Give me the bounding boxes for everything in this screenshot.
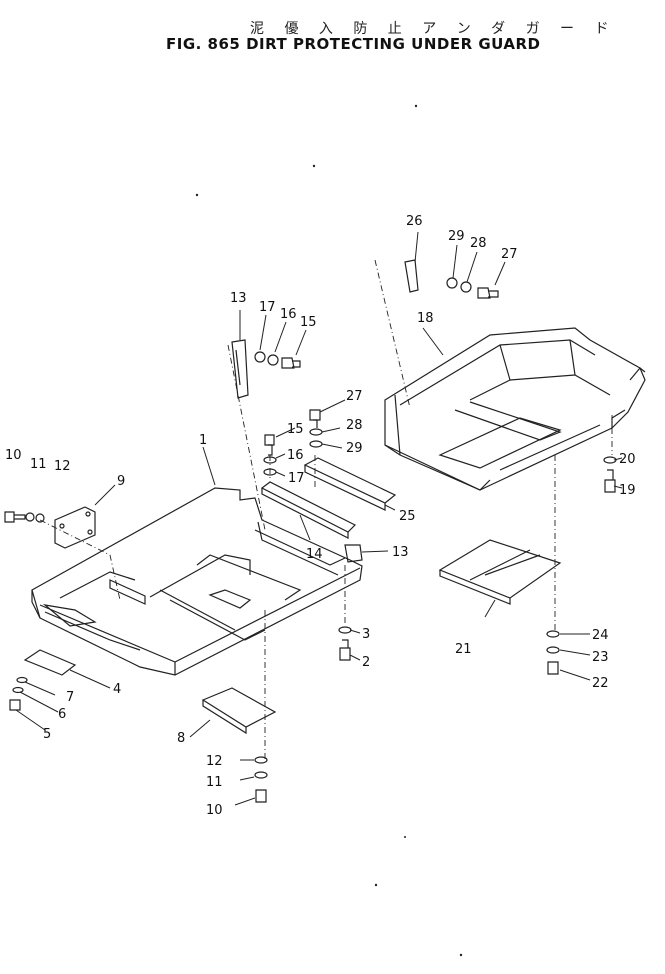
callout-11-bottom: 11 <box>206 775 223 790</box>
callout-2: 2 <box>362 655 370 670</box>
callout-18: 18 <box>417 311 434 326</box>
callout-17-middle: 17 <box>288 471 305 486</box>
callout-5: 5 <box>43 727 51 742</box>
plate-4 <box>23 649 77 676</box>
callout-7: 7 <box>66 690 74 705</box>
figure-title: FIG. 865 DIRT PROTECTING UNDER GUARD <box>166 35 541 53</box>
callout-labels: 1 2 3 4 5 6 7 8 9 10 11 12 10 11 12 13 1… <box>5 214 636 818</box>
callout-21: 21 <box>455 642 472 657</box>
japanese-title: 泥 優 入 防 止 ア ン ダ ガ ー ド <box>250 21 617 37</box>
callout-6: 6 <box>58 707 66 722</box>
bracket-26 <box>404 259 419 293</box>
plate-21 <box>438 539 562 605</box>
callout-10-left: 10 <box>5 448 22 463</box>
leader-lines <box>15 231 623 806</box>
callout-29-middle: 29 <box>346 441 363 456</box>
fasteners <box>4 277 617 803</box>
callout-14: 14 <box>306 547 323 562</box>
callout-28-rear: 28 <box>470 236 487 251</box>
callout-15-upper: 15 <box>300 315 317 330</box>
callout-20: 20 <box>619 452 636 467</box>
callout-26: 26 <box>406 214 423 229</box>
plate-8 <box>201 687 277 735</box>
callout-9: 9 <box>117 474 125 489</box>
plate-14 <box>260 481 357 539</box>
callout-10-bottom: 10 <box>206 803 223 818</box>
callout-16-upper: 16 <box>280 307 297 322</box>
callout-12-left: 12 <box>54 459 71 474</box>
cover-plate <box>54 506 96 549</box>
front-under-guard <box>31 487 363 676</box>
callout-27-middle: 27 <box>346 389 363 404</box>
rear-under-guard <box>384 327 646 491</box>
bracket-13-lower <box>344 544 363 563</box>
callout-8: 8 <box>177 731 185 746</box>
callout-16-middle: 16 <box>287 448 304 463</box>
callout-29-rear: 29 <box>448 229 465 244</box>
callout-22: 22 <box>592 676 609 691</box>
callout-13-lower: 13 <box>392 545 409 560</box>
callout-27-rear: 27 <box>501 247 518 262</box>
bracket-13-upper <box>231 339 249 399</box>
callout-15-middle: 15 <box>287 422 304 437</box>
callout-23: 23 <box>592 650 609 665</box>
callout-11-left: 11 <box>30 457 47 472</box>
callout-19: 19 <box>619 483 636 498</box>
callout-1: 1 <box>199 433 207 448</box>
callout-12-bottom: 12 <box>206 754 223 769</box>
callout-17-upper: 17 <box>259 300 276 315</box>
callout-4: 4 <box>113 682 121 697</box>
callout-28-middle: 28 <box>346 418 363 433</box>
callout-13-upper: 13 <box>230 291 247 306</box>
callout-25: 25 <box>399 509 416 524</box>
alignment-lines <box>39 259 613 760</box>
stray-dots <box>195 104 463 957</box>
callout-24: 24 <box>592 628 609 643</box>
callout-3: 3 <box>362 627 370 642</box>
plate-25 <box>303 457 397 511</box>
